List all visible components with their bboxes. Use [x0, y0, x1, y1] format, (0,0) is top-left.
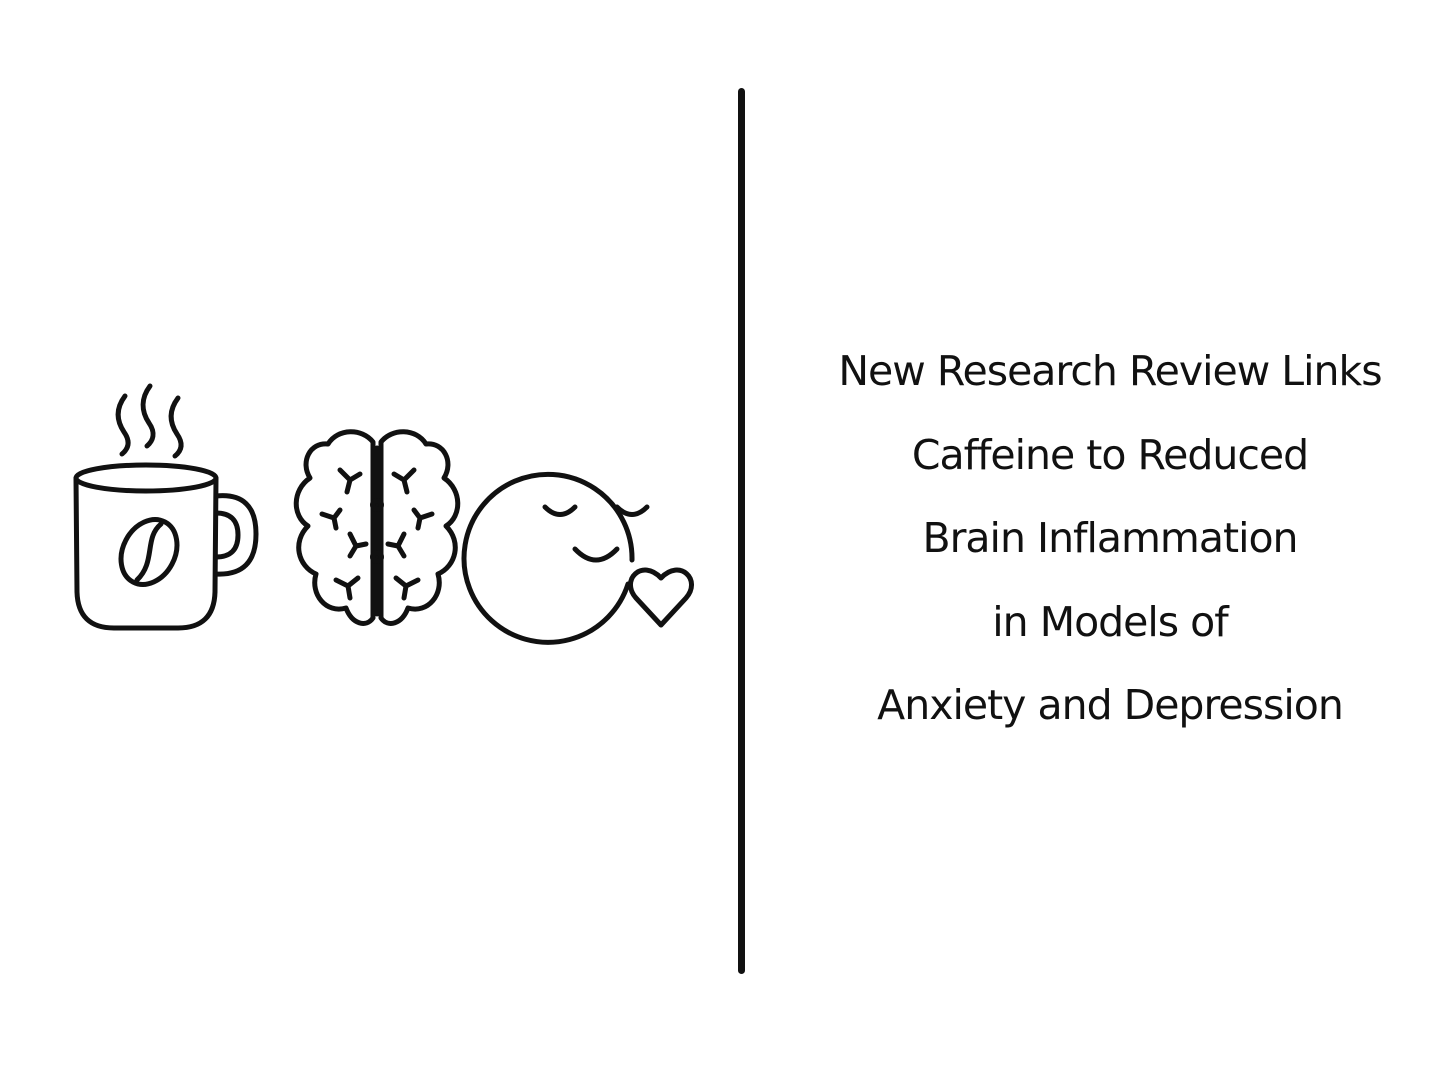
- heart-icon: [628, 567, 694, 628]
- headline-line-5: Anxiety and Depression: [877, 681, 1344, 729]
- headline-line-4: in Models of: [992, 597, 1228, 646]
- headline-line-3: Brain Inflammation: [922, 514, 1298, 562]
- headline-line-1: New Research Review Links: [838, 347, 1382, 395]
- headline: New Research Review Links Caffeine to Re…: [800, 330, 1420, 748]
- brain-icon: [293, 429, 461, 626]
- headline-line-2: Caffeine to Reduced: [911, 430, 1309, 479]
- content-face-icon: [461, 471, 650, 645]
- coffee-mug-icon: [73, 383, 259, 631]
- coffee-bean-icon: [118, 517, 180, 587]
- steam-icon: [115, 383, 184, 459]
- vertical-divider: [738, 88, 745, 974]
